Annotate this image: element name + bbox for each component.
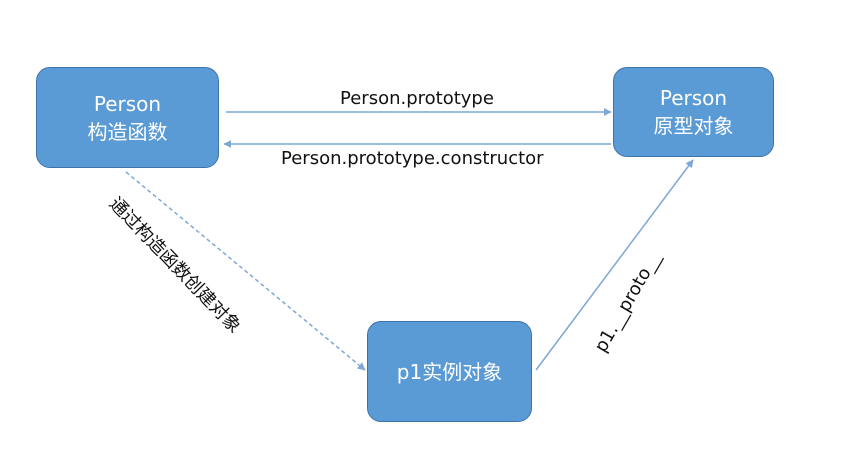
edge-label-prototype: Person.prototype (340, 88, 494, 109)
node-p1-instance: p1实例对象 (367, 321, 532, 422)
arrow-proto (535, 159, 694, 371)
node-instance-line1: p1实例对象 (396, 359, 503, 384)
node-person-constructor: Person 构造函数 (36, 67, 219, 168)
arrow-create-instance (125, 171, 366, 371)
edge-label-constructor: Person.prototype.constructor (281, 148, 544, 169)
node-constructor-line2: 构造函数 (87, 119, 168, 144)
node-prototype-line2: 原型对象 (653, 114, 734, 138)
node-prototype-line1: Person (659, 86, 728, 110)
node-person-prototype: Person 原型对象 (613, 67, 774, 157)
node-constructor-line1: Person (93, 91, 162, 116)
